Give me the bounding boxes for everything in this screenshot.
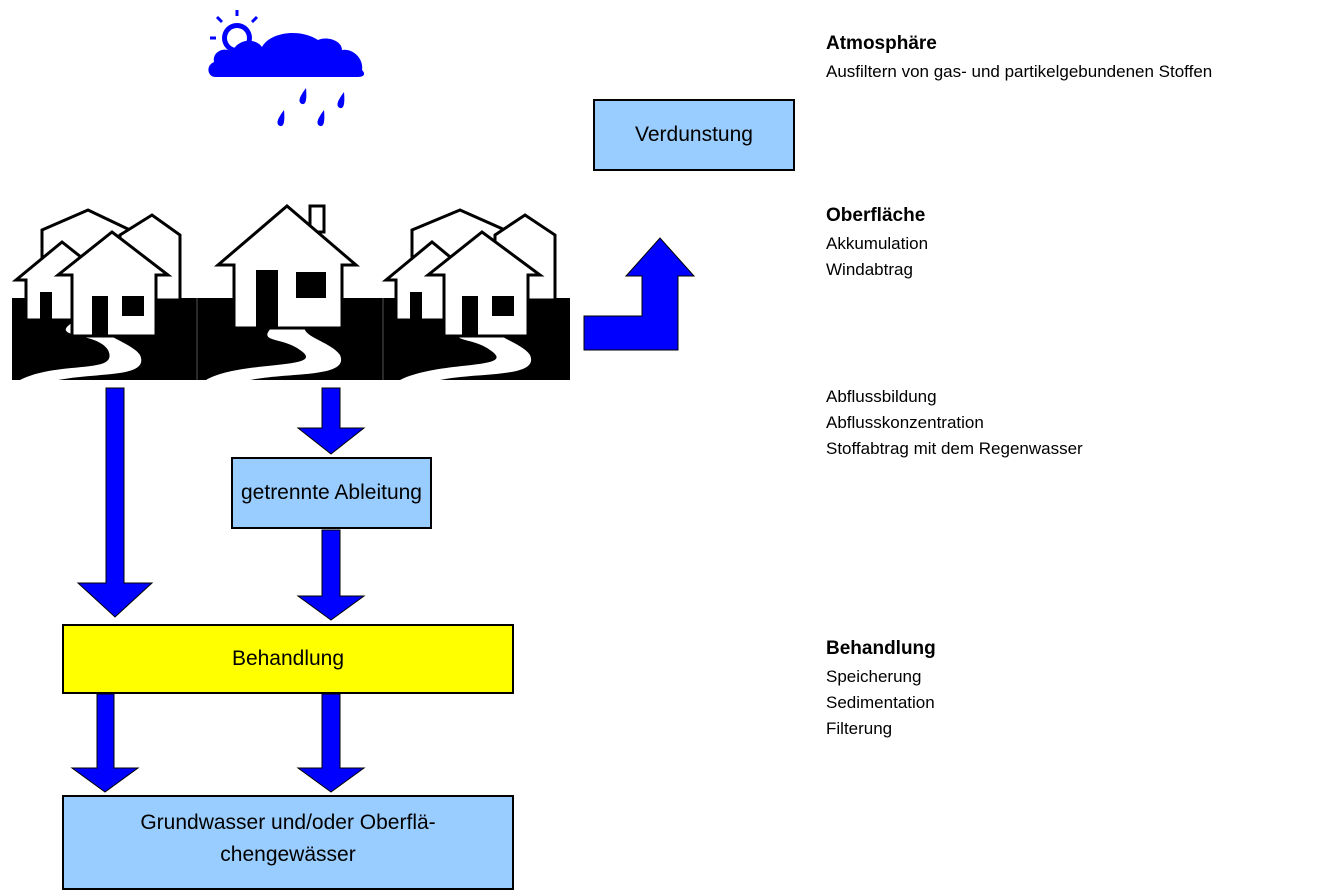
legend-runoff-item: Stoffabtrag mit dem Regenwasser — [826, 439, 1083, 458]
arrow-up-icon — [583, 237, 696, 351]
receiving-water-label-line1: Grundwasser und/oder Oberflä- — [140, 810, 436, 834]
legend-runoff: Abflussbildung Abflusskonzentration Stof… — [826, 384, 1320, 462]
legend-atmosphere-heading: Atmosphäre — [826, 33, 937, 54]
legend-surface-item: Windabtrag — [826, 260, 913, 279]
legend-runoff-item: Abflussbildung — [826, 387, 937, 406]
treatment-box: Behandlung — [62, 624, 514, 694]
separate-drainage-label: getrennte Ableitung — [241, 481, 422, 504]
treatment-label: Behandlung — [231, 647, 345, 670]
legend-treatment-item: Speicherung — [826, 667, 922, 686]
sun-cloud-rain-icon — [208, 10, 365, 127]
arrow-down-icon — [70, 693, 140, 793]
legend-treatment: Behandlung Speicherung Sedimentation Fil… — [826, 634, 1320, 742]
legend-runoff-item: Abflusskonzentration — [826, 413, 984, 432]
legend-treatment-heading: Behandlung — [826, 638, 936, 659]
separate-drainage-box: getrennte Ableitung — [231, 457, 432, 529]
legend-surface: Oberfläche Akkumulation Windabtrag — [826, 201, 1320, 283]
evaporation-label: Verdunstung — [635, 123, 753, 146]
arrow-down-icon — [296, 529, 366, 621]
evaporation-box: Verdunstung — [593, 99, 795, 171]
legend-atmosphere-text: Ausfiltern von gas- und partikelgebunden… — [826, 62, 1213, 81]
receiving-water-label-line2: chengewässer — [220, 842, 356, 866]
arrow-down-icon — [296, 387, 366, 455]
legend-treatment-item: Sedimentation — [826, 693, 935, 712]
arrow-down-icon — [76, 387, 154, 618]
legend-surface-heading: Oberfläche — [826, 205, 926, 226]
legend-treatment-item: Filterung — [826, 719, 893, 738]
legend-atmosphere: Atmosphäre Ausfiltern von gas- und parti… — [826, 29, 1320, 85]
legend-surface-item: Akkumulation — [826, 234, 929, 253]
houses-icon — [11, 204, 570, 380]
arrow-down-icon — [296, 693, 366, 793]
receiving-water-box: Grundwasser und/oder Oberflä- chengewäss… — [62, 795, 514, 890]
